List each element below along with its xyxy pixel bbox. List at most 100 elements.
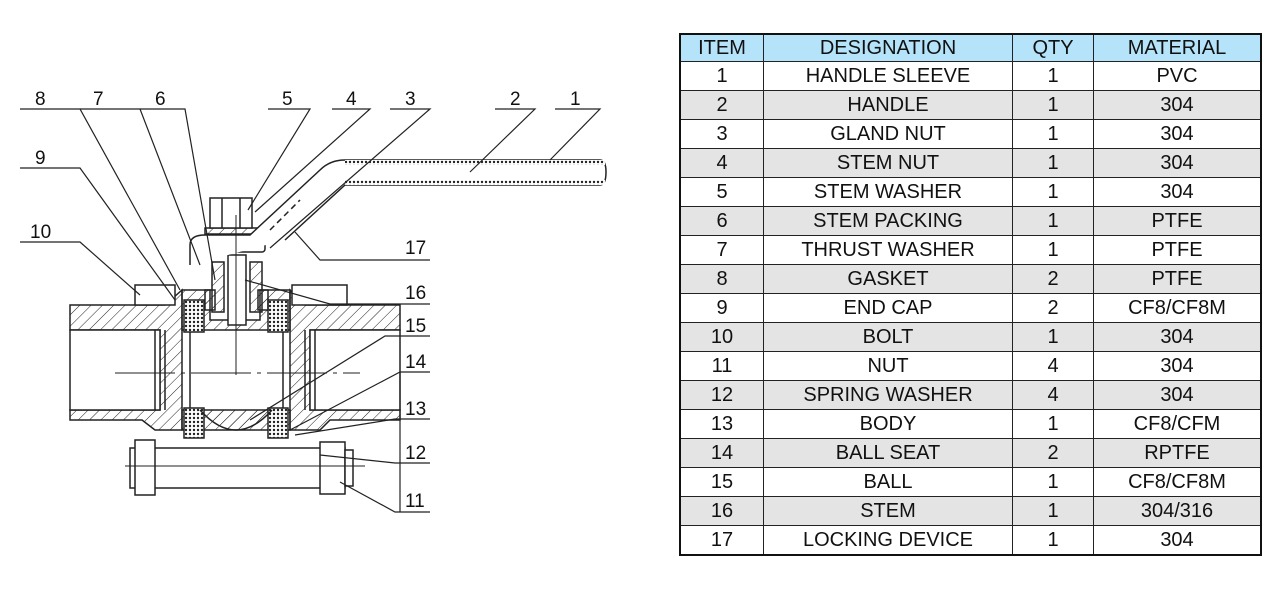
cell-material: 304 bbox=[1093, 90, 1262, 120]
cell-item: 2 bbox=[679, 90, 764, 120]
valve-body-geometry bbox=[69, 159, 607, 496]
callout-14: 14 bbox=[405, 352, 427, 373]
callout-numbers: 1 2 3 4 5 6 7 8 9 10 11 12 13 14 15 16 1… bbox=[30, 89, 581, 512]
cell-qty: 1 bbox=[1012, 409, 1094, 439]
cell-item: 9 bbox=[679, 293, 764, 323]
cell-designation: BOLT bbox=[763, 322, 1013, 352]
callout-9: 9 bbox=[35, 148, 46, 169]
ball-valve-cross-section-drawing: 1 2 3 4 5 6 7 8 9 10 11 12 13 14 15 16 1… bbox=[20, 89, 607, 513]
cell-item: 10 bbox=[679, 322, 764, 352]
cell-item: 12 bbox=[679, 380, 764, 410]
cell-qty: 2 bbox=[1012, 264, 1094, 294]
cell-designation: THRUST WASHER bbox=[763, 235, 1013, 265]
cell-item: 8 bbox=[679, 264, 764, 294]
cell-item: 4 bbox=[679, 148, 764, 178]
cell-item: 5 bbox=[679, 177, 764, 207]
cell-designation: BALL bbox=[763, 467, 1013, 497]
callout-16: 16 bbox=[405, 283, 426, 304]
cell-material: 304 bbox=[1093, 525, 1262, 556]
table-header-row: ITEM DESIGNATION QTY MATERIAL bbox=[679, 33, 1262, 62]
header-item: ITEM bbox=[679, 33, 764, 62]
callout-6: 6 bbox=[155, 89, 166, 110]
cell-material: RPTFE bbox=[1093, 438, 1262, 468]
callout-1: 1 bbox=[570, 89, 581, 110]
cell-item: 14 bbox=[679, 438, 764, 468]
cell-material: 304 bbox=[1093, 351, 1262, 381]
callout-leaders bbox=[20, 108, 602, 513]
callout-4: 4 bbox=[346, 89, 357, 110]
callout-17: 17 bbox=[405, 238, 426, 259]
callout-5: 5 bbox=[282, 89, 293, 110]
cell-material: 304/316 bbox=[1093, 496, 1262, 526]
callout-8: 8 bbox=[35, 89, 46, 110]
header-designation: DESIGNATION bbox=[763, 33, 1013, 62]
cell-qty: 1 bbox=[1012, 525, 1094, 556]
cell-material: 304 bbox=[1093, 322, 1262, 352]
cell-item: 17 bbox=[679, 525, 764, 556]
callout-12: 12 bbox=[405, 443, 426, 464]
cell-material: PTFE bbox=[1093, 206, 1262, 236]
header-qty: QTY bbox=[1012, 33, 1094, 62]
cell-designation: NUT bbox=[763, 351, 1013, 381]
cell-designation: BALL SEAT bbox=[763, 438, 1013, 468]
cell-material: PTFE bbox=[1093, 235, 1262, 265]
cell-qty: 2 bbox=[1012, 293, 1094, 323]
cell-designation: STEM NUT bbox=[763, 148, 1013, 178]
cell-item: 16 bbox=[679, 496, 764, 526]
cell-designation: STEM bbox=[763, 496, 1013, 526]
cell-designation: HANDLE SLEEVE bbox=[763, 61, 1013, 91]
cell-qty: 1 bbox=[1012, 119, 1094, 149]
cell-qty: 2 bbox=[1012, 438, 1094, 468]
cell-designation: STEM PACKING bbox=[763, 206, 1013, 236]
cell-designation: GLAND NUT bbox=[763, 119, 1013, 149]
cell-qty: 1 bbox=[1012, 496, 1094, 526]
cell-qty: 1 bbox=[1012, 467, 1094, 497]
cell-designation: SPRING WASHER bbox=[763, 380, 1013, 410]
callout-11: 11 bbox=[405, 491, 425, 512]
cell-qty: 1 bbox=[1012, 90, 1094, 120]
cell-item: 15 bbox=[679, 467, 764, 497]
cell-material: CF8/CFM bbox=[1093, 409, 1262, 439]
cell-qty: 1 bbox=[1012, 206, 1094, 236]
cell-material: PVC bbox=[1093, 61, 1262, 91]
cell-qty: 1 bbox=[1012, 177, 1094, 207]
cell-qty: 1 bbox=[1012, 148, 1094, 178]
cell-qty: 1 bbox=[1012, 235, 1094, 265]
cell-item: 13 bbox=[679, 409, 764, 439]
cell-material: 304 bbox=[1093, 119, 1262, 149]
cell-item: 7 bbox=[679, 235, 764, 265]
cell-designation: BODY bbox=[763, 409, 1013, 439]
cell-item: 1 bbox=[679, 61, 764, 91]
callout-10: 10 bbox=[30, 222, 51, 243]
callout-3: 3 bbox=[405, 89, 416, 110]
cell-material: CF8/CF8M bbox=[1093, 293, 1262, 323]
cell-designation: GASKET bbox=[763, 264, 1013, 294]
cell-designation: STEM WASHER bbox=[763, 177, 1013, 207]
callout-7: 7 bbox=[93, 89, 104, 110]
cell-qty: 1 bbox=[1012, 61, 1094, 91]
cell-qty: 4 bbox=[1012, 351, 1094, 381]
cell-item: 6 bbox=[679, 206, 764, 236]
cell-designation: LOCKING DEVICE bbox=[763, 525, 1013, 556]
cell-designation: HANDLE bbox=[763, 90, 1013, 120]
callout-13: 13 bbox=[405, 399, 426, 420]
cell-qty: 4 bbox=[1012, 380, 1094, 410]
cell-material: 304 bbox=[1093, 380, 1262, 410]
cell-material: 304 bbox=[1093, 148, 1262, 178]
cell-item: 11 bbox=[679, 351, 764, 381]
